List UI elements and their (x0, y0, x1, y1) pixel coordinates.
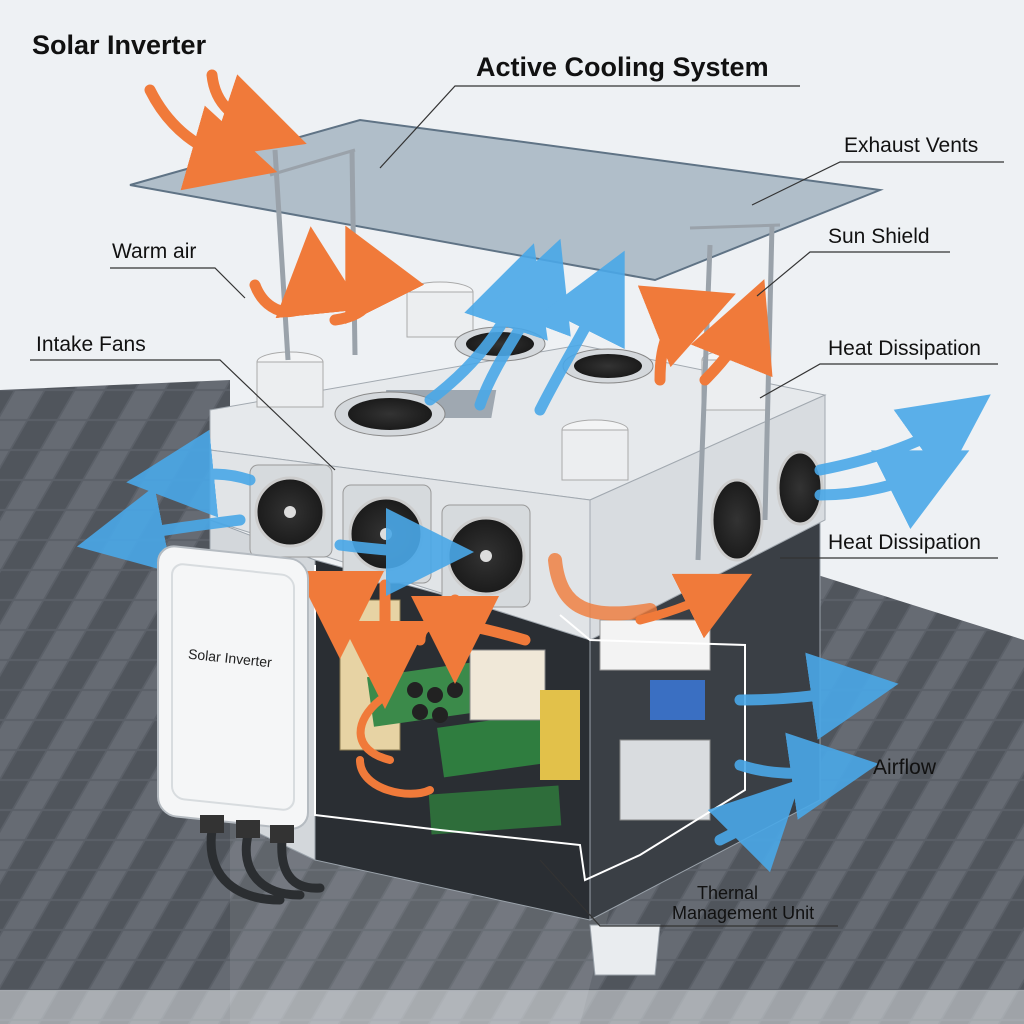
cutaway-outline (314, 565, 746, 882)
inverter-cables (206, 825, 325, 905)
label-airflow: Airflow (873, 756, 937, 779)
label-sun-shield: Sun Shield (828, 225, 930, 248)
label-intake-fans: Intake Fans (36, 333, 146, 356)
cool-arrow (334, 507, 474, 596)
cool-arrow (707, 778, 802, 873)
label-thermal-line1: Thernal (697, 883, 759, 903)
label-heat-dissipation-side: Heat Dissipation (828, 531, 981, 554)
mounting-foot (589, 924, 661, 976)
label-thermal-line2: Management Unit (672, 903, 815, 923)
leader-active-cooling (379, 85, 800, 169)
warm-arrow (414, 617, 531, 646)
leader-lines (30, 85, 1004, 927)
cool-arrow (734, 732, 879, 820)
warm-arrow (637, 285, 736, 386)
cool-arrow (126, 429, 256, 518)
leader-intake-fans (30, 359, 336, 471)
label-exhaust-vents: Exhaust Vents (844, 134, 979, 157)
warm-arrow (548, 553, 657, 621)
cool-arrow (534, 250, 625, 416)
title-solar-inverter: Solar Inverter (32, 30, 207, 60)
warm-air-arrows (144, 69, 773, 798)
warm-arrow (206, 69, 307, 158)
cool-arrow (474, 238, 571, 411)
leader-warm-air (110, 267, 246, 299)
leader-heat-dissipation-1 (759, 363, 998, 399)
leader-thermal (539, 859, 838, 927)
leader-sun-shield (756, 251, 950, 297)
solar-inverter-unit (157, 545, 325, 905)
warm-arrow (249, 226, 364, 319)
headline-active-cooling: Active Cooling System (476, 52, 769, 82)
cool-arrow (734, 652, 899, 740)
warm-arrow (690, 279, 773, 386)
label-warm-air: Warm air (112, 240, 197, 263)
cool-air-arrows (76, 238, 991, 873)
warm-arrow (329, 225, 425, 326)
leader-exhaust-vents (751, 161, 1004, 206)
cool-arrow (814, 450, 970, 530)
cool-arrow (76, 486, 246, 573)
warm-arrow (635, 573, 753, 639)
label-heat-dissipation-top: Heat Dissipation (828, 337, 981, 360)
warm-arrow (356, 756, 434, 798)
warm-arrow (356, 696, 394, 764)
